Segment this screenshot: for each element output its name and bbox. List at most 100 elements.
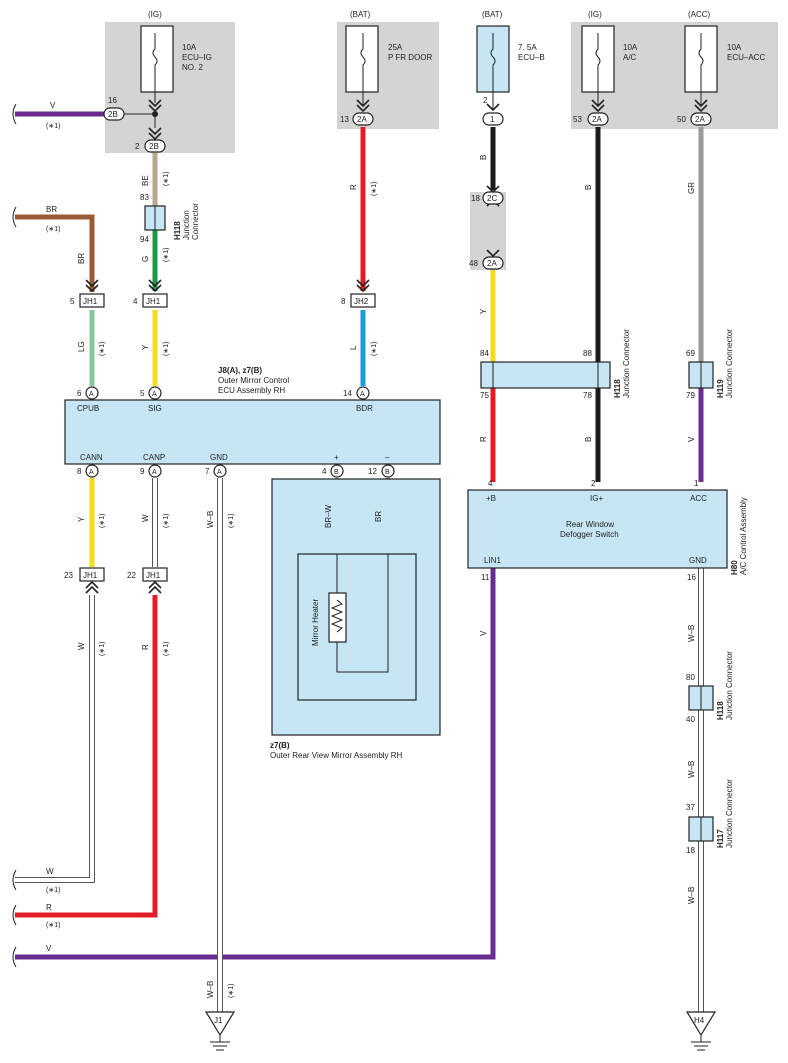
svg-text:10A: 10A [623, 43, 638, 52]
svg-text:V: V [46, 944, 52, 953]
svg-text:53: 53 [573, 115, 582, 124]
svg-text:50: 50 [677, 115, 686, 124]
svg-text:(∗1): (∗1) [99, 342, 106, 356]
h118-junction-left: 83 94 H118 Junction Connector [140, 193, 200, 244]
connector-2a-door: 2A 13 [340, 112, 374, 126]
svg-text:Connector: Connector [191, 203, 200, 240]
svg-text:Defogger Switch: Defogger Switch [560, 530, 619, 539]
svg-text:(IG): (IG) [148, 10, 162, 19]
svg-text:ECU–IG: ECU–IG [182, 53, 212, 62]
svg-text:16: 16 [108, 96, 117, 105]
svg-text:18: 18 [686, 846, 695, 855]
svg-text:Junction: Junction [182, 210, 191, 240]
svg-text:2A: 2A [592, 115, 602, 124]
svg-text:P FR DOOR: P FR DOOR [388, 53, 433, 62]
svg-text:CANP: CANP [143, 453, 165, 462]
svg-text:H118: H118 [716, 701, 725, 720]
h118-junction-right: 84 75 88 78 H118 Junction Connector [480, 329, 631, 400]
svg-text:BR: BR [374, 511, 383, 522]
svg-text:5: 5 [140, 389, 145, 398]
svg-text:Junction Connector: Junction Connector [725, 329, 734, 398]
h119-junction: 69 79 H119 Junction Connector [686, 329, 734, 400]
svg-text:W–B: W–B [687, 625, 696, 642]
wave-v-top [12, 103, 17, 125]
svg-text:IG+: IG+ [590, 494, 603, 503]
svg-text:(IG): (IG) [588, 10, 602, 19]
svg-text:V: V [687, 436, 696, 442]
svg-text:25A: 25A [388, 43, 403, 52]
svg-text:(∗1): (∗1) [228, 984, 235, 998]
svg-text:H4: H4 [694, 1016, 705, 1025]
svg-text:–: – [385, 453, 390, 462]
connector-2a-bottom: 2A 48 [469, 256, 504, 270]
wire-labels: V (∗1) BR (∗1) BR BE (∗1) G (∗1) LG (∗1)… [46, 101, 696, 998]
connector-2a-acc: 2A 50 [677, 112, 712, 126]
svg-text:A: A [217, 469, 222, 476]
svg-text:(∗1): (∗1) [46, 887, 60, 894]
wire-r-bottom [15, 595, 158, 918]
svg-text:W: W [77, 642, 86, 650]
svg-text:84: 84 [480, 349, 489, 358]
h117-junction: 37 18 H117 Junction Connector [686, 779, 734, 855]
wave-w [12, 869, 17, 891]
svg-text:5: 5 [70, 297, 75, 306]
wave-v [12, 946, 17, 968]
svg-text:A: A [89, 391, 94, 398]
svg-text:JH1: JH1 [146, 571, 161, 580]
svg-text:(BAT): (BAT) [482, 10, 503, 19]
svg-text:JH1: JH1 [146, 297, 161, 306]
svg-text:(∗1): (∗1) [163, 342, 170, 356]
wave-r [12, 904, 17, 926]
svg-text:R: R [46, 903, 52, 912]
connector-2c: 2C 18 [471, 191, 504, 205]
svg-text:H119: H119 [716, 379, 725, 398]
outer-rear-view-mirror-assembly: Mirror Heater z7(B) Outer Rear View Mirr… [270, 478, 441, 760]
svg-text:13: 13 [340, 115, 349, 124]
svg-text:80: 80 [686, 673, 695, 682]
svg-text:SIG: SIG [148, 404, 162, 413]
svg-text:H118: H118 [613, 379, 622, 398]
connector-2b-bottom: 2B 2 [135, 139, 166, 153]
svg-text:BR: BR [77, 253, 86, 264]
svg-text:2B: 2B [108, 110, 118, 119]
svg-text:Rear Window: Rear Window [566, 520, 614, 529]
svg-text:NO. 2: NO. 2 [182, 63, 203, 72]
svg-text:W–B: W–B [206, 981, 215, 998]
svg-text:B: B [584, 185, 593, 190]
wire-v-lin1 [15, 568, 496, 960]
svg-text:R: R [479, 436, 488, 442]
ground-j1: J1 [204, 1011, 236, 1051]
svg-text:6: 6 [77, 389, 82, 398]
svg-text:ECU–B: ECU–B [518, 53, 545, 62]
svg-text:8: 8 [341, 297, 346, 306]
svg-text:(∗1): (∗1) [163, 172, 170, 186]
svg-text:69: 69 [686, 349, 695, 358]
svg-text:2A: 2A [487, 259, 497, 268]
svg-text:B: B [584, 437, 593, 442]
fuse-ac: (IG) 10A A/C [581, 10, 638, 106]
svg-text:B: B [479, 155, 488, 160]
svg-text:LG: LG [77, 341, 86, 352]
ecu-pin-9: A 9 [140, 464, 162, 478]
h118-junction-lower: 80 40 H118 Junction Connector [686, 651, 734, 724]
svg-text:GND: GND [210, 453, 228, 462]
svg-text:9: 9 [140, 467, 145, 476]
ground-h4: H4 [685, 1011, 717, 1051]
svg-text:40: 40 [686, 715, 695, 724]
svg-text:R: R [141, 644, 150, 650]
svg-text:(∗1): (∗1) [371, 182, 378, 196]
svg-text:(BAT): (BAT) [350, 10, 371, 19]
svg-text:GR: GR [687, 182, 696, 194]
svg-text:48: 48 [469, 259, 478, 268]
jh1-lg: JH1 5 [70, 293, 105, 308]
svg-text:+: + [334, 453, 339, 462]
svg-text:(ACC): (ACC) [688, 10, 711, 19]
svg-text:ACC: ACC [690, 494, 707, 503]
svg-text:(∗1): (∗1) [99, 514, 106, 528]
ecu-pin-8: A 8 [77, 464, 99, 478]
ecu-pin-5: A 5 [140, 386, 162, 400]
svg-text:(∗1): (∗1) [46, 226, 60, 233]
svg-text:(∗1): (∗1) [163, 248, 170, 262]
svg-text:8: 8 [77, 467, 82, 476]
ecu-pin-7: A 7 [205, 464, 227, 478]
